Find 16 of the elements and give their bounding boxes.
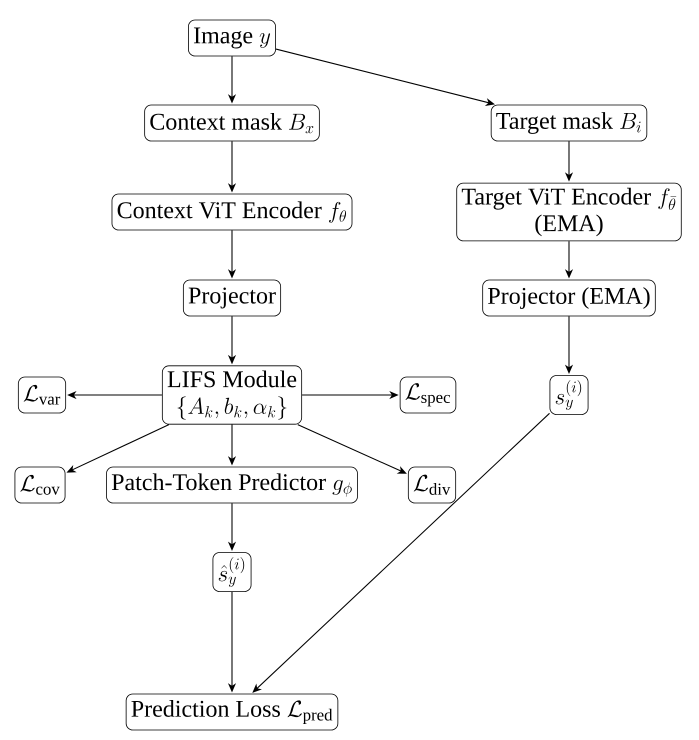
loss-box: $\mathcal{L}_{\text{var}}$ [18, 376, 66, 414]
loss-box: $\mathcal{L}_{\text{div}}$ [408, 466, 456, 504]
process-box: $\text{Context ViT Encoder } f_\theta$ [112, 194, 352, 230]
process-box: $\text{Patch-Token Predictor } g_\phi$ [106, 466, 358, 504]
loss-box: $\mathcal{L}_{\text{spec}}$ [400, 376, 456, 414]
process-box: $\hat{s}_y^{(i)}$ [212, 552, 252, 592]
process-box: $\text{Target mask } B_i$ [490, 104, 648, 142]
process-box: LIFS Module $\{A_k, b_k, \alpha_k\}$ [162, 365, 302, 425]
process-box: $\text{Image } y$ [188, 20, 276, 56]
loss-box: $\text{Prediction Loss } \mathcal{L}_{\text{pred}}$ [126, 694, 338, 730]
process-box: $\text{Target ViT Encoder } f_{\bar{\theta}}$ (EMA) [456, 182, 682, 242]
process-box: $s_y^{(i)}$ [550, 375, 588, 415]
process-box: Projector [182, 280, 282, 316]
process-box: Projector (EMA) [482, 280, 656, 316]
loss-box: $\mathcal{L}_{\text{cov}}$ [14, 466, 66, 504]
process-box: $\text{Context mask } B_x$ [144, 104, 320, 142]
